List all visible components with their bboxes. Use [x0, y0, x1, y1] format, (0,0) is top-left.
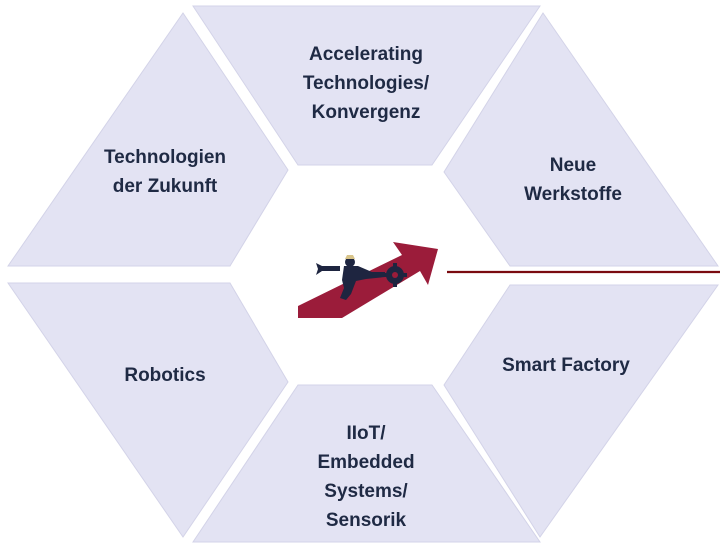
segment-upper-left-shape: [7, 12, 289, 267]
segment-lower-right-label: Smart Factory: [502, 355, 630, 376]
segment-top-label: Accelerating Technologies/ Konvergenz: [302, 44, 430, 123]
segment-upper-right-shape: [443, 12, 719, 267]
segment-lower-left-label: Robotics: [124, 365, 206, 386]
segment-lower-left-shape: [7, 282, 289, 538]
rising-arrow-icon: [298, 242, 438, 318]
person-pushing-gear-on-arrow-icon: [298, 242, 438, 318]
worker-figure-icon: [316, 255, 385, 300]
segment-top-shape: [192, 5, 541, 166]
gear-icon: [383, 263, 407, 287]
segment-bottom-label: IIoT/ Embedded Systems/ Sensorik: [317, 423, 415, 531]
segment-lower-right-shape: [443, 284, 719, 538]
segment-bottom-shape: [192, 384, 541, 543]
segment-upper-left-label: Technologien der Zukunft: [103, 147, 227, 197]
segment-upper-right-label: Neue Werkstoffe: [524, 155, 622, 205]
